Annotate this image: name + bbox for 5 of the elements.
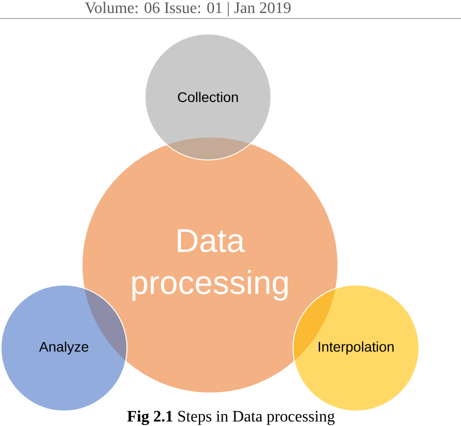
circle-node: Collection	[144, 34, 272, 160]
circle-node: Analyze	[0, 284, 128, 412]
figure-caption: Fig 2.1 Steps in Data processing	[127, 410, 335, 426]
circle-node: Interpolation	[292, 284, 420, 412]
header-text: Volume: 06 Issue: 01 | Jan 2019	[84, 2, 291, 16]
